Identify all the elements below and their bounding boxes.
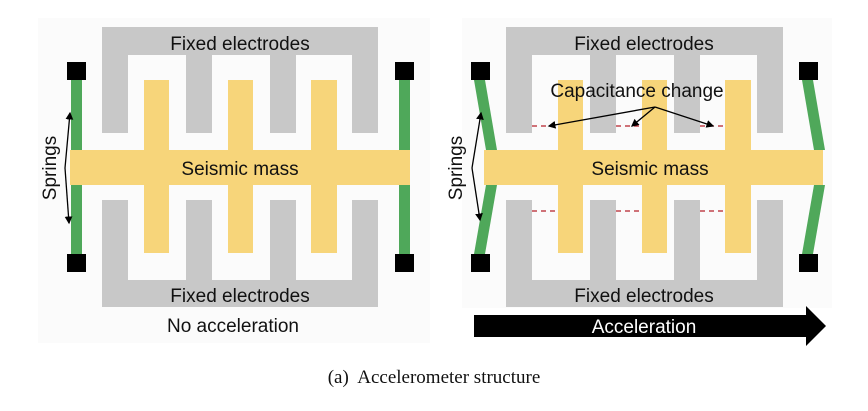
electrode-finger xyxy=(270,200,296,280)
anchor xyxy=(67,62,86,80)
spring xyxy=(802,80,825,150)
top-fixed-electrode xyxy=(102,27,378,133)
top-electrode-label: Fixed electrodes xyxy=(170,34,309,55)
electrode-bar xyxy=(102,280,378,307)
electrode-finger xyxy=(757,55,783,133)
condition-label: No acceleration xyxy=(167,316,299,337)
acceleration-arrow: Acceleration xyxy=(474,306,826,346)
springs-label: Springs xyxy=(40,136,61,200)
electrode-bar xyxy=(506,27,783,55)
spring xyxy=(71,185,82,254)
electrode-bar xyxy=(102,27,378,55)
spring xyxy=(399,185,410,254)
bottom-electrode-label: Fixed electrodes xyxy=(170,286,309,307)
electrode-finger xyxy=(270,55,296,133)
anchor xyxy=(395,62,414,80)
electrode-finger xyxy=(186,200,212,280)
springs-label: Springs xyxy=(446,136,467,200)
spring xyxy=(71,80,82,150)
mass-bar xyxy=(70,150,410,185)
condition-label: Acceleration xyxy=(592,317,697,338)
electrode-finger xyxy=(506,200,532,280)
figure-caption: (a) Accelerometer structure xyxy=(328,367,541,388)
capacitance-change-label: Capacitance change xyxy=(550,81,723,102)
anchor xyxy=(471,62,490,80)
electrode-finger xyxy=(506,55,532,133)
top-fixed-electrode xyxy=(506,27,783,133)
electrode-finger xyxy=(352,55,378,133)
bottom-fixed-electrode xyxy=(506,200,783,307)
electrode-finger xyxy=(590,55,616,133)
mass-label: Seismic mass xyxy=(181,159,298,180)
arrow-shape xyxy=(474,306,826,346)
spring xyxy=(802,185,825,254)
panel-acceleration: Fixed electrodes Capacitance change Seis… xyxy=(446,18,832,346)
mass-label: Seismic mass xyxy=(591,159,708,180)
seismic-mass xyxy=(70,80,410,253)
electrode-finger xyxy=(102,55,128,133)
electrode-finger xyxy=(102,200,128,280)
bottom-fixed-electrode xyxy=(102,200,378,307)
spring xyxy=(474,80,497,150)
electrode-bar xyxy=(506,280,783,307)
anchor xyxy=(67,254,86,272)
electrode-finger xyxy=(674,200,700,280)
capacitance-callout-arrows xyxy=(547,106,715,129)
springs-callout-arrows xyxy=(64,111,74,225)
electrode-finger xyxy=(590,200,616,280)
mass-bar xyxy=(484,150,823,185)
anchor xyxy=(799,62,818,80)
spring xyxy=(474,185,497,254)
seismic-mass xyxy=(484,80,823,253)
electrode-finger xyxy=(757,200,783,280)
top-electrode-label: Fixed electrodes xyxy=(574,34,713,55)
springs-callout-arrows xyxy=(471,111,484,222)
anchor xyxy=(471,254,490,272)
anchor xyxy=(395,254,414,272)
electrode-finger xyxy=(186,55,212,133)
anchor xyxy=(799,254,818,272)
panel-no-acceleration: Fixed electrodes Seismic mass Fixed elec… xyxy=(38,18,430,343)
spring xyxy=(399,80,410,150)
bottom-electrode-label: Fixed electrodes xyxy=(574,286,713,307)
electrode-finger xyxy=(352,200,378,280)
